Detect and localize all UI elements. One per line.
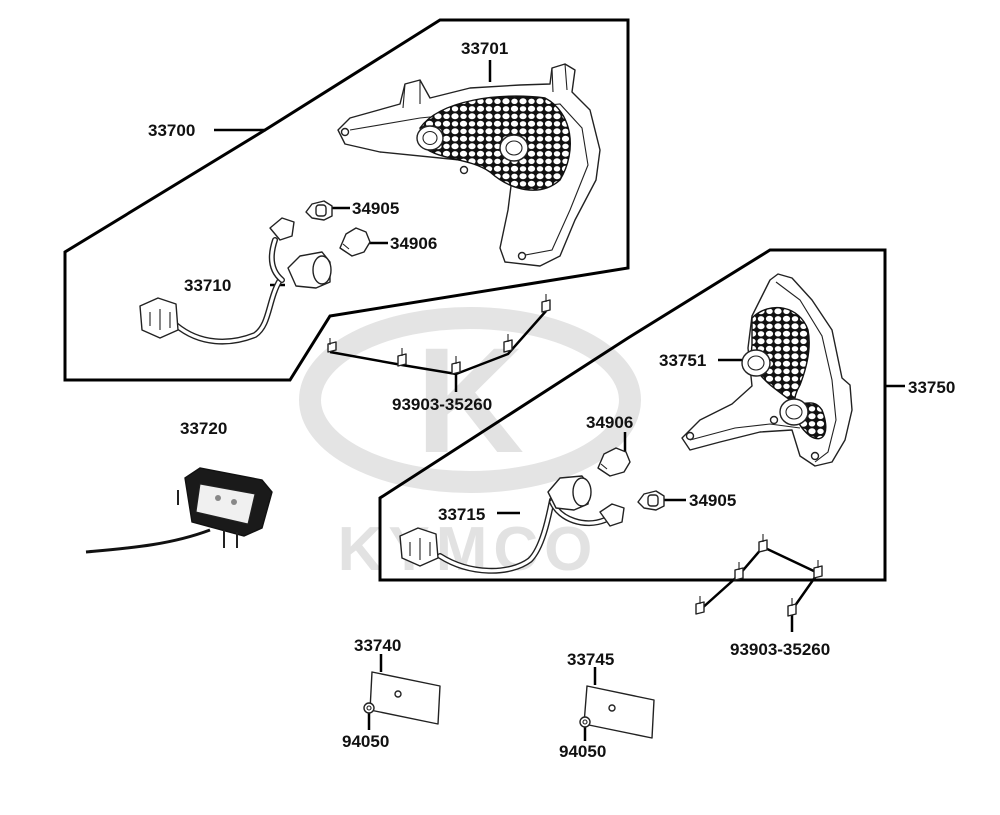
label-33710: 33710 [184,276,231,295]
label-34906-front: 34906 [390,234,437,253]
label-33750: 33750 [908,378,955,397]
label-33745: 33745 [567,650,614,669]
front-indicator-group-outline [63,18,630,382]
wiring-harness-33715 [399,475,625,574]
label-93903-front: 93903-35260 [392,395,492,414]
label-33715: 33715 [438,505,485,524]
label-33720: 33720 [180,419,227,438]
label-33701: 33701 [461,39,508,58]
label-34906-rear: 34906 [586,413,633,432]
label-33751: 33751 [659,351,706,370]
rear-indicator-group-outline [378,248,887,582]
part-labels: 33700 33701 34905 34906 33710 93903-3526… [148,39,955,761]
reflector-33740 [363,671,441,725]
screws-front [327,294,551,375]
label-94050-a: 94050 [342,732,389,751]
label-94050-b: 94050 [559,742,606,761]
front-turn-signal-housing [337,63,601,267]
label-33740: 33740 [354,636,401,655]
license-plate-light-33720 [85,467,273,554]
reflector-33745 [579,685,655,739]
bulb-34906-rear [597,447,631,477]
label-34905-front: 34905 [352,199,399,218]
screws-rear [695,534,823,617]
bulb-34905-front [305,200,333,221]
rear-turn-signal-housing [681,273,853,467]
label-34905-rear: 34905 [689,491,736,510]
wiring-harness-33710 [139,217,332,345]
watermark-logo-ring [299,307,641,493]
bulb-34906-front [339,227,371,257]
label-33700: 33700 [148,121,195,140]
bulb-34905-rear [637,490,665,511]
label-93903-rear: 93903-35260 [730,640,830,659]
watermark-brand-text: KYMCO [338,515,599,584]
